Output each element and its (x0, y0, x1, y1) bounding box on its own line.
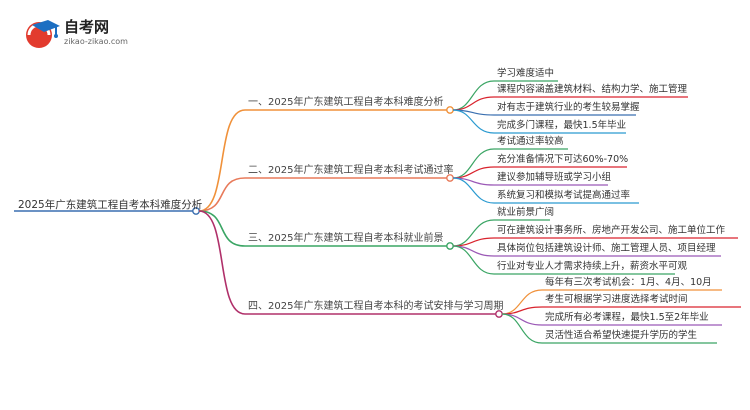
branch-connector (198, 109, 246, 212)
branch-label-2[interactable]: 二、2025年广东建筑工程自考本科考试通过率 (248, 165, 454, 176)
logo-title: 自考网 (64, 18, 110, 36)
leaf-connector (452, 109, 495, 134)
leaf-connector (452, 148, 495, 179)
branch-label-3[interactable]: 三、2025年广东建筑工程自考本科就业前景 (248, 233, 444, 244)
leaf-connector (452, 80, 495, 111)
leaf-label[interactable]: 考试通过率较高 (497, 136, 564, 147)
leaf-connector (452, 96, 495, 111)
site-logo[interactable]: 自考网 zikao-zikao.com (22, 16, 142, 56)
leaf-label[interactable]: 具体岗位包括建筑设计师、施工管理人员、项目经理 (497, 243, 716, 254)
leaf-label[interactable]: 学习难度适中 (497, 68, 555, 79)
logo-url: zikao-zikao.com (64, 37, 128, 46)
leaf-label[interactable]: 课程内容涵盖建筑材料、结构力学、施工管理 (497, 84, 688, 95)
leaf-label[interactable]: 行业对专业人才需求持续上升，薪资水平可观 (497, 261, 688, 272)
leaf-label[interactable]: 完成多门课程，最快1.5年毕业 (497, 120, 627, 131)
branch-connector (198, 210, 246, 315)
leaf-label[interactable]: 建议参加辅导班或学习小组 (497, 172, 612, 183)
branch-node-dot (446, 242, 454, 250)
branch-label-4[interactable]: 四、2025年广东建筑工程自考本科的考试安排与学习周期 (248, 301, 504, 312)
leaf-label[interactable]: 系统复习和模拟考试提高通过率 (497, 190, 631, 201)
graduation-cap-icon (26, 20, 60, 48)
branch-connector (198, 210, 246, 247)
root-label[interactable]: 2025年广东建筑工程自考本科难度分析 (18, 199, 203, 211)
leaf-label[interactable]: 就业前景广阔 (497, 207, 555, 218)
leaf-connector (501, 313, 543, 344)
leaf-label[interactable]: 可在建筑设计事务所、房地产开发公司、施工单位工作 (497, 225, 726, 236)
branch-connector (198, 177, 246, 212)
leaf-label[interactable]: 对有志于建筑行业的考生较易掌握 (497, 102, 640, 113)
leaf-label[interactable]: 考生可根据学习进度选择考试时间 (545, 294, 688, 305)
leaf-label[interactable]: 完成所有必考课程，最快1.5至2年毕业 (545, 312, 709, 323)
leaf-label[interactable]: 充分准备情况下可达60%-70% (497, 154, 629, 165)
leaf-connector (452, 177, 495, 204)
leaf-label[interactable]: 灵活性适合希望快速提升学历的学生 (545, 330, 698, 341)
branch-label-1[interactable]: 一、2025年广东建筑工程自考本科难度分析 (248, 97, 444, 108)
leaf-label[interactable]: 每年有三次考试机会：1月、4月、10月 (545, 277, 712, 288)
leaf-connector (452, 245, 495, 275)
branch-node-dot (446, 106, 454, 114)
